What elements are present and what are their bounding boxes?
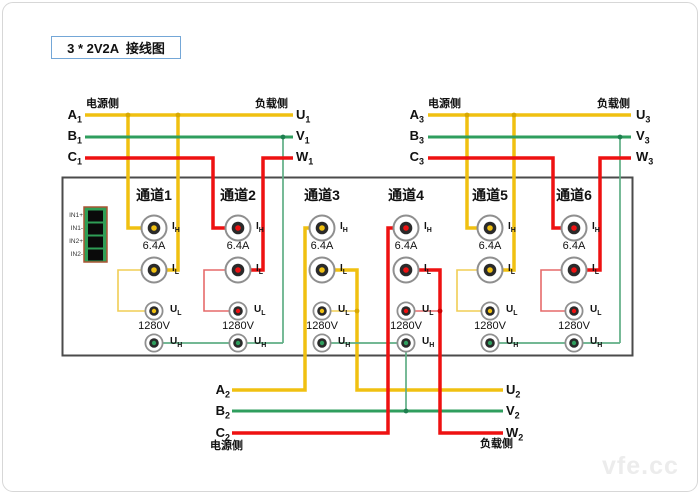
channel-3-title: 通道3 [304, 187, 340, 203]
phase-label-v3: V3 [636, 128, 650, 146]
group3-load-side-label: 负载侧 [597, 98, 630, 110]
ch4-ul-label: UL [422, 304, 434, 317]
wire-w1-to-ch2-il [238, 156, 293, 272]
phase-label-u3: U3 [636, 107, 651, 125]
phase-label-b2: B2 [215, 403, 230, 421]
phase-label-w2: W2 [506, 425, 524, 443]
ch2-voltage-rating: 1280V [222, 320, 254, 332]
phase-label-a2: A2 [215, 382, 230, 400]
ch1-il-label: IL [172, 263, 180, 276]
phase-label-w3: W3 [636, 149, 654, 167]
phase-label-u2: U2 [506, 382, 521, 400]
ch6-voltage-rating: 1280V [558, 320, 590, 332]
ch3-voltage-rating: 1280V [306, 320, 338, 332]
ch2-il-label: IL [256, 263, 264, 276]
pin-label-in1-plus: IN1+ [69, 212, 83, 219]
pin-label-in1-minus: IN1- [70, 225, 83, 232]
ch3-ih-label: IH [340, 221, 348, 234]
group3-source-side-label: 电源侧 [428, 98, 461, 110]
wire-ch4-il-to-w2 [406, 268, 503, 435]
phase-label-w1: W1 [296, 149, 314, 167]
channel-4-title: 通道4 [388, 187, 424, 203]
group2-source-side-label: 电源侧 [210, 440, 243, 452]
ch5-ih-label: IH [508, 221, 516, 234]
ch2-uh-label: UH [254, 336, 267, 349]
pin-label-in2-plus: IN2+ [69, 238, 83, 245]
ch6-il-label: IL [592, 263, 600, 276]
ch1-uh-label: UH [170, 336, 183, 349]
ch3-ul-label: UL [338, 304, 350, 317]
pin-label-in2-minus: IN2- [70, 251, 83, 258]
group1-load-side-label: 负载侧 [255, 98, 288, 110]
ch3-il-label: IL [340, 263, 348, 276]
wire-ch3-il-to-u2 [322, 268, 503, 392]
phase-label-c3: C3 [409, 149, 424, 167]
ch4-voltage-rating: 1280V [390, 320, 422, 332]
ch5-terminals [476, 214, 504, 353]
ch5-voltage-rating: 1280V [474, 320, 506, 332]
ch6-current-rating: 6.4A [562, 240, 586, 252]
diagram-title: 3 * 2V2A 接线图 [51, 36, 181, 59]
ch1-ih-label: IH [172, 221, 180, 234]
ch1-voltage-rating: 1280V [138, 320, 170, 332]
phase-label-u1: U1 [296, 107, 311, 125]
ch6-ih-label: IH [592, 221, 600, 234]
ch3-uh-label: UH [338, 336, 351, 349]
ch6-ul-label: UL [590, 304, 602, 317]
ch4-ih-label: IH [424, 221, 432, 234]
wire-a3-to-ch5-ih [465, 115, 490, 230]
watermark: vfe.cc [602, 452, 679, 480]
ch4-il-label: IL [424, 263, 432, 276]
wire-w3-to-ch6-il [574, 156, 631, 272]
phase-label-a1: A1 [67, 107, 82, 125]
ch3-terminals [308, 214, 336, 353]
group1-source-side-label: 电源侧 [86, 98, 119, 110]
phase-label-a3: A3 [409, 107, 424, 125]
wire-a1-to-ch1-ih [126, 115, 154, 230]
ch4-uh-label: UH [422, 336, 435, 349]
link-ch6-il-ul [540, 269, 574, 312]
phase-label-b3: B3 [409, 128, 424, 146]
phase-label-b1: B1 [67, 128, 82, 146]
channel-5-title: 通道5 [472, 187, 508, 203]
phase-label-v2: V2 [506, 403, 520, 421]
ch4-current-rating: 6.4A [394, 240, 418, 252]
ch3-current-rating: 6.4A [310, 240, 334, 252]
link-ch2-il-ul [203, 269, 238, 312]
ch6-terminals [560, 214, 588, 353]
ch5-uh-label: UH [506, 336, 519, 349]
ch2-terminals [224, 214, 252, 353]
ch1-current-rating: 6.4A [142, 240, 166, 252]
input-connector [83, 206, 108, 263]
channel-6-title: 通道6 [556, 187, 592, 203]
ch5-current-rating: 6.4A [478, 240, 502, 252]
ch2-ih-label: IH [256, 221, 264, 234]
ch2-current-rating: 6.4A [226, 240, 250, 252]
ch1-ul-label: UL [170, 304, 182, 317]
phase-label-c2: C2 [215, 425, 230, 443]
ch6-uh-label: UH [590, 336, 603, 349]
phase-label-c1: C1 [67, 149, 82, 167]
instrument-panel [61, 176, 634, 357]
ch5-il-label: IL [508, 263, 516, 276]
ch1-terminals [140, 214, 168, 353]
phase-label-v1: V1 [296, 128, 310, 146]
link-ch1-il-ul [117, 269, 154, 312]
channel-1-title: 通道1 [136, 187, 172, 203]
group2-load-side-label: 负载侧 [480, 438, 513, 450]
terminals [140, 214, 588, 353]
ch4-terminals [392, 214, 420, 353]
ch2-ul-label: UL [254, 304, 266, 317]
link-ch5-il-ul [456, 269, 490, 312]
ch5-ul-label: UL [506, 304, 518, 317]
junction-dots [125, 112, 623, 414]
channel-2-title: 通道2 [220, 187, 256, 203]
